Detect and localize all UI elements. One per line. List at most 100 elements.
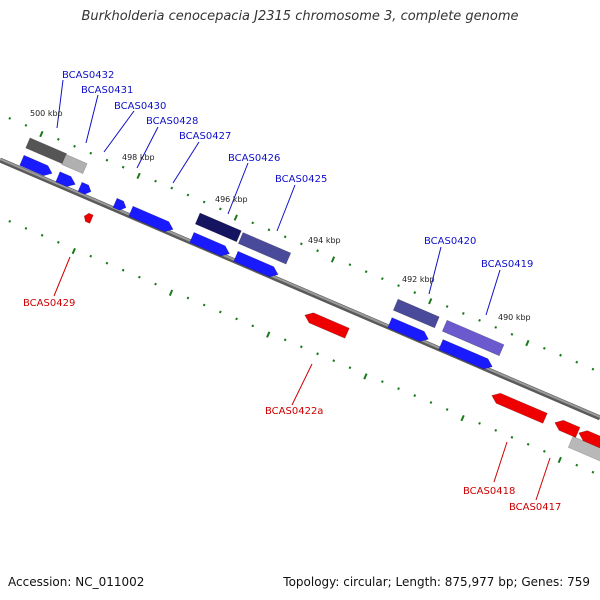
minor-tick	[56, 240, 60, 244]
minor-tick	[251, 221, 255, 225]
gene-shade-box	[441, 319, 505, 357]
minor-tick	[24, 123, 28, 127]
major-tick	[460, 415, 465, 422]
gene-reverse	[304, 312, 350, 339]
scale-label: 494 kbp	[308, 236, 341, 245]
gene-forward	[128, 205, 174, 233]
minor-tick	[510, 332, 514, 336]
gene-forward	[77, 181, 92, 195]
minor-tick	[542, 346, 546, 350]
minor-tick	[559, 353, 562, 357]
minor-tick	[575, 360, 579, 364]
scale-label: 498 kbp	[122, 153, 155, 162]
gene-reverse	[578, 430, 600, 449]
gene-forward	[438, 339, 493, 370]
gene-label: BCAS0427	[179, 131, 231, 142]
accession-text: Accession: NC_011002	[8, 575, 145, 589]
minor-tick	[380, 277, 384, 281]
minor-tick	[218, 310, 222, 314]
tick-rows	[8, 116, 595, 474]
minor-tick	[154, 282, 157, 286]
minor-tick	[202, 303, 206, 307]
major-tick	[330, 256, 336, 263]
minor-tick	[154, 179, 157, 183]
callout-line	[291, 363, 313, 406]
major-tick	[525, 339, 530, 347]
minor-tick	[283, 338, 287, 342]
minor-tick	[186, 296, 190, 300]
gene-labels: BCAS0432 BCAS0431 BCAS0430 BCAS0428 BCAS…	[23, 70, 561, 513]
minor-tick	[445, 408, 449, 411]
callout-line	[535, 457, 551, 501]
chromosome-backbone	[0, 157, 600, 421]
minor-tick	[591, 367, 595, 371]
genome-summary-text: Topology: circular; Length: 875,977 bp; …	[283, 575, 590, 589]
minor-tick	[299, 242, 303, 246]
gene-forward	[233, 250, 279, 278]
gene-label: BCAS0428	[146, 116, 198, 127]
scale-label: 496 kbp	[215, 195, 248, 204]
gene-features	[19, 137, 600, 462]
minor-tick	[89, 151, 93, 155]
minor-tick	[121, 165, 125, 169]
gene-label: BCAS0419	[481, 259, 533, 270]
minor-tick	[283, 235, 287, 239]
scale-label: 500 kbp	[30, 109, 63, 118]
minor-tick	[332, 359, 336, 363]
major-tick	[39, 130, 44, 138]
gene-forward	[55, 171, 76, 187]
minor-tick	[445, 305, 449, 308]
minor-tick	[510, 435, 514, 439]
minor-tick	[121, 268, 125, 272]
major-tick	[168, 289, 174, 296]
gene-label: BCAS0429	[23, 298, 75, 309]
major-tick	[428, 298, 433, 305]
minor-tick	[364, 270, 368, 274]
minor-tick	[478, 318, 481, 322]
minor-tick	[413, 394, 417, 397]
minor-tick	[56, 137, 60, 141]
scale-label: 492 kbp	[402, 275, 435, 284]
callout-line	[172, 141, 200, 184]
callout-line	[103, 110, 135, 153]
callout-line	[56, 79, 64, 129]
callout-line	[53, 256, 71, 297]
minor-tick	[8, 219, 12, 223]
minor-tick	[542, 449, 546, 453]
minor-tick	[218, 207, 222, 211]
minor-tick	[24, 226, 28, 230]
callout-line	[493, 441, 508, 483]
gene-shade-box	[194, 212, 242, 243]
gene-forward	[112, 197, 127, 211]
minor-tick	[397, 387, 400, 391]
minor-tick	[202, 200, 206, 204]
minor-tick	[251, 324, 255, 328]
minor-tick	[478, 421, 481, 425]
major-tick	[557, 456, 562, 464]
minor-tick	[170, 186, 174, 190]
major-tick	[233, 214, 238, 221]
minor-tick	[526, 442, 530, 446]
minor-tick	[413, 291, 417, 294]
gene-label: BCAS0420	[424, 236, 476, 247]
major-tick	[266, 331, 271, 338]
gene-forward	[19, 154, 53, 177]
label-callouts	[53, 79, 551, 501]
minor-tick	[137, 275, 141, 279]
minor-tick	[299, 345, 303, 349]
minor-tick	[429, 401, 433, 404]
minor-tick	[8, 116, 12, 120]
minor-tick	[186, 193, 190, 197]
map-title: Burkholderia cenocepacia J2315 chromosom…	[81, 9, 519, 24]
gene-label: BCAS0430	[114, 101, 166, 112]
gene-reverse	[491, 392, 548, 424]
major-tick	[363, 373, 368, 380]
gene-forward	[387, 317, 429, 342]
callout-line	[485, 269, 501, 316]
minor-tick	[40, 233, 44, 237]
gene-shade-box	[61, 154, 88, 174]
callout-line	[136, 126, 159, 169]
gene-forward	[189, 232, 230, 257]
minor-tick	[575, 463, 579, 467]
